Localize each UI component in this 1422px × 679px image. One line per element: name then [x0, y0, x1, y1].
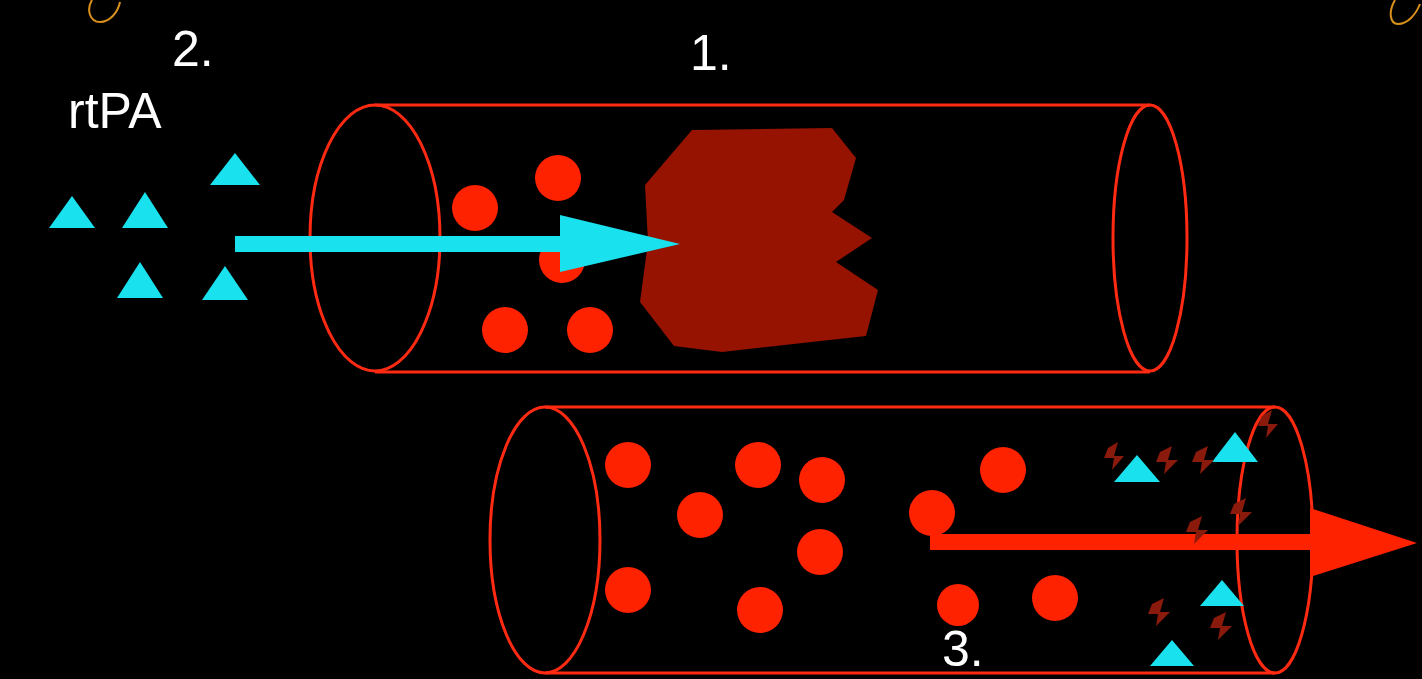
- flow-arrow: [930, 508, 1417, 577]
- partial-curve: [89, 0, 120, 22]
- rtpa-molecules: [1114, 432, 1258, 666]
- callout-number: 1.: [690, 28, 732, 78]
- callout-number: 2.: [172, 24, 214, 74]
- clot-fragments: [1104, 410, 1278, 640]
- clot: [640, 128, 878, 352]
- rtpa-arrow: [235, 215, 680, 272]
- drug-label: rtPA: [68, 86, 162, 136]
- callout-number: 3.: [942, 624, 984, 674]
- rtpa-molecules: [49, 153, 260, 300]
- partial-curve: [1391, 0, 1420, 24]
